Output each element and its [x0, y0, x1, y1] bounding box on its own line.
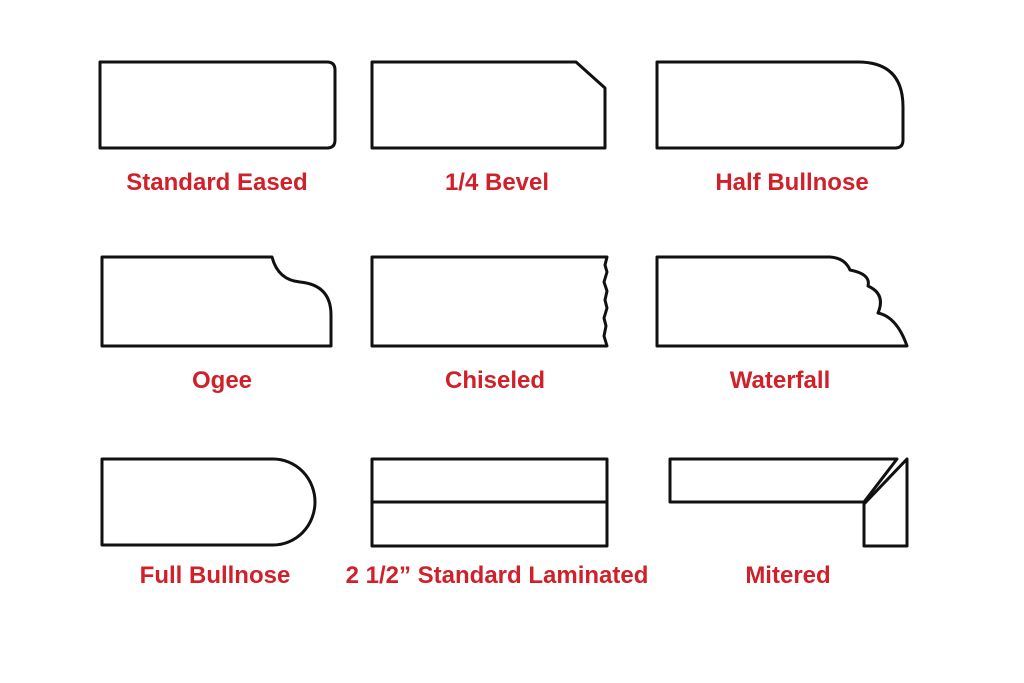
- half-bullnose-shape: [655, 60, 905, 150]
- quarter-bevel-label: 1/4 Bevel: [445, 169, 549, 196]
- profile-standard-eased: Standard Eased: [98, 60, 337, 196]
- standard-eased-label: Standard Eased: [126, 169, 307, 196]
- ogee-label: Ogee: [192, 367, 252, 394]
- profile-quarter-bevel: 1/4 Bevel: [370, 60, 607, 196]
- ogee-shape: [100, 255, 333, 348]
- chiseled-label: Chiseled: [445, 367, 545, 394]
- mitered-top-shape: [668, 457, 899, 504]
- mitered-label: Mitered: [745, 562, 830, 589]
- profile-full-bullnose: Full Bullnose: [100, 457, 317, 589]
- mitered-apron-shape: [862, 457, 909, 548]
- profile-waterfall: Waterfall: [655, 255, 909, 394]
- half-bullnose-label: Half Bullnose: [715, 169, 868, 196]
- profile-mitered: Mitered: [668, 457, 909, 589]
- waterfall-label: Waterfall: [730, 367, 830, 394]
- profile-half-bullnose: Half Bullnose: [655, 60, 905, 196]
- quarter-bevel-shape: [370, 60, 607, 150]
- profile-chiseled: Chiseled: [370, 255, 609, 394]
- standard-laminated-label: 2 1/2” Standard Laminated: [346, 562, 649, 589]
- profile-standard-laminated: 2 1/2” Standard Laminated: [346, 457, 649, 589]
- full-bullnose-shape: [100, 457, 317, 547]
- profile-ogee: Ogee: [100, 255, 333, 394]
- standard-laminated-shape: [370, 457, 609, 548]
- chiseled-shape: [370, 255, 609, 348]
- waterfall-shape: [655, 255, 909, 348]
- full-bullnose-label: Full Bullnose: [140, 562, 291, 589]
- standard-eased-shape: [98, 60, 337, 150]
